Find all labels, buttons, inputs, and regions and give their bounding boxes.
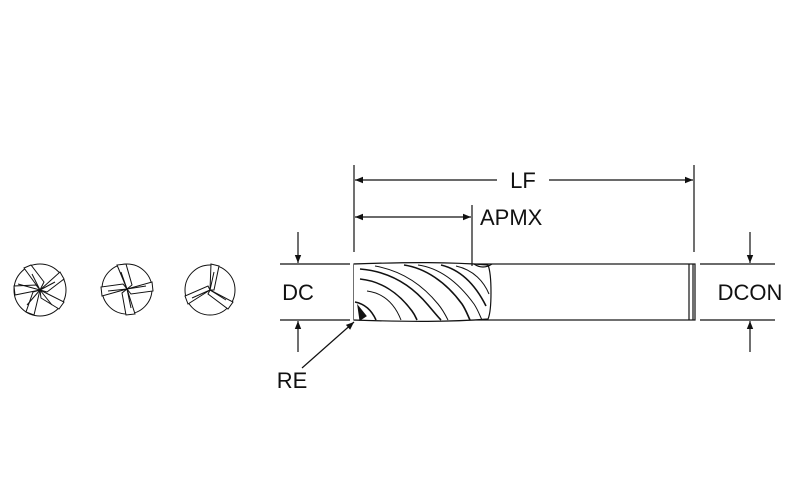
dimension-dcon (700, 232, 775, 352)
end-view-five-flute (13, 263, 67, 317)
dimension-lf (353, 165, 695, 252)
apmx-label: APMX (480, 205, 543, 230)
dimension-dc (280, 232, 350, 352)
end-mill-profile (353, 262, 696, 322)
leader-re (301, 321, 355, 369)
end-view-three-flute (184, 263, 236, 316)
dcon-label: DCON (718, 280, 783, 305)
dc-label: DC (282, 280, 314, 305)
end-view-four-flute (100, 263, 154, 316)
re-label: RE (277, 368, 308, 393)
lf-label: LF (510, 168, 536, 193)
dimension-apmx (355, 205, 473, 266)
